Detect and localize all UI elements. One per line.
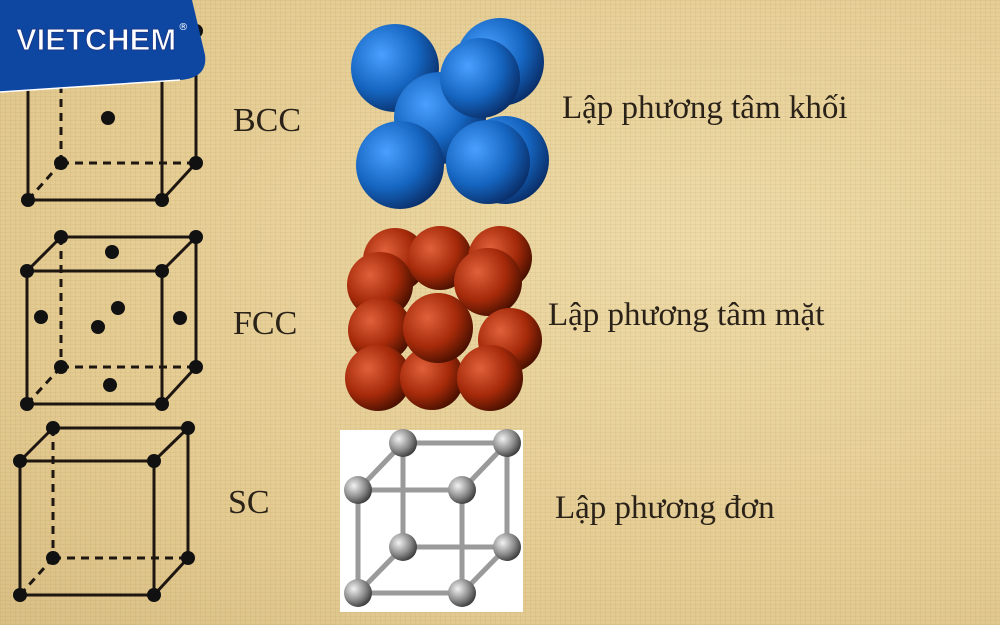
logo-text: VIETCHEM: [15, 22, 177, 58]
registered-mark: ®: [178, 22, 189, 33]
sc-cube-diagram: [13, 421, 195, 602]
fcc-cube-diagram: [20, 230, 203, 411]
sc-label: SC: [228, 484, 270, 521]
sc-description: Lập phương đơn: [555, 490, 775, 526]
sc-ball-stick-model: [340, 429, 523, 612]
vietchem-logo: VIETCHEM ®: [15, 22, 189, 58]
fcc-description: Lập phương tâm mặt: [548, 297, 825, 333]
fcc-label: FCC: [233, 305, 298, 342]
bcc-description: Lập phương tâm khối: [562, 90, 848, 126]
bcc-sphere-model: [351, 18, 549, 209]
bcc-label: BCC: [233, 102, 302, 139]
fcc-sphere-model: [345, 226, 542, 411]
logo-background: [0, 0, 206, 92]
